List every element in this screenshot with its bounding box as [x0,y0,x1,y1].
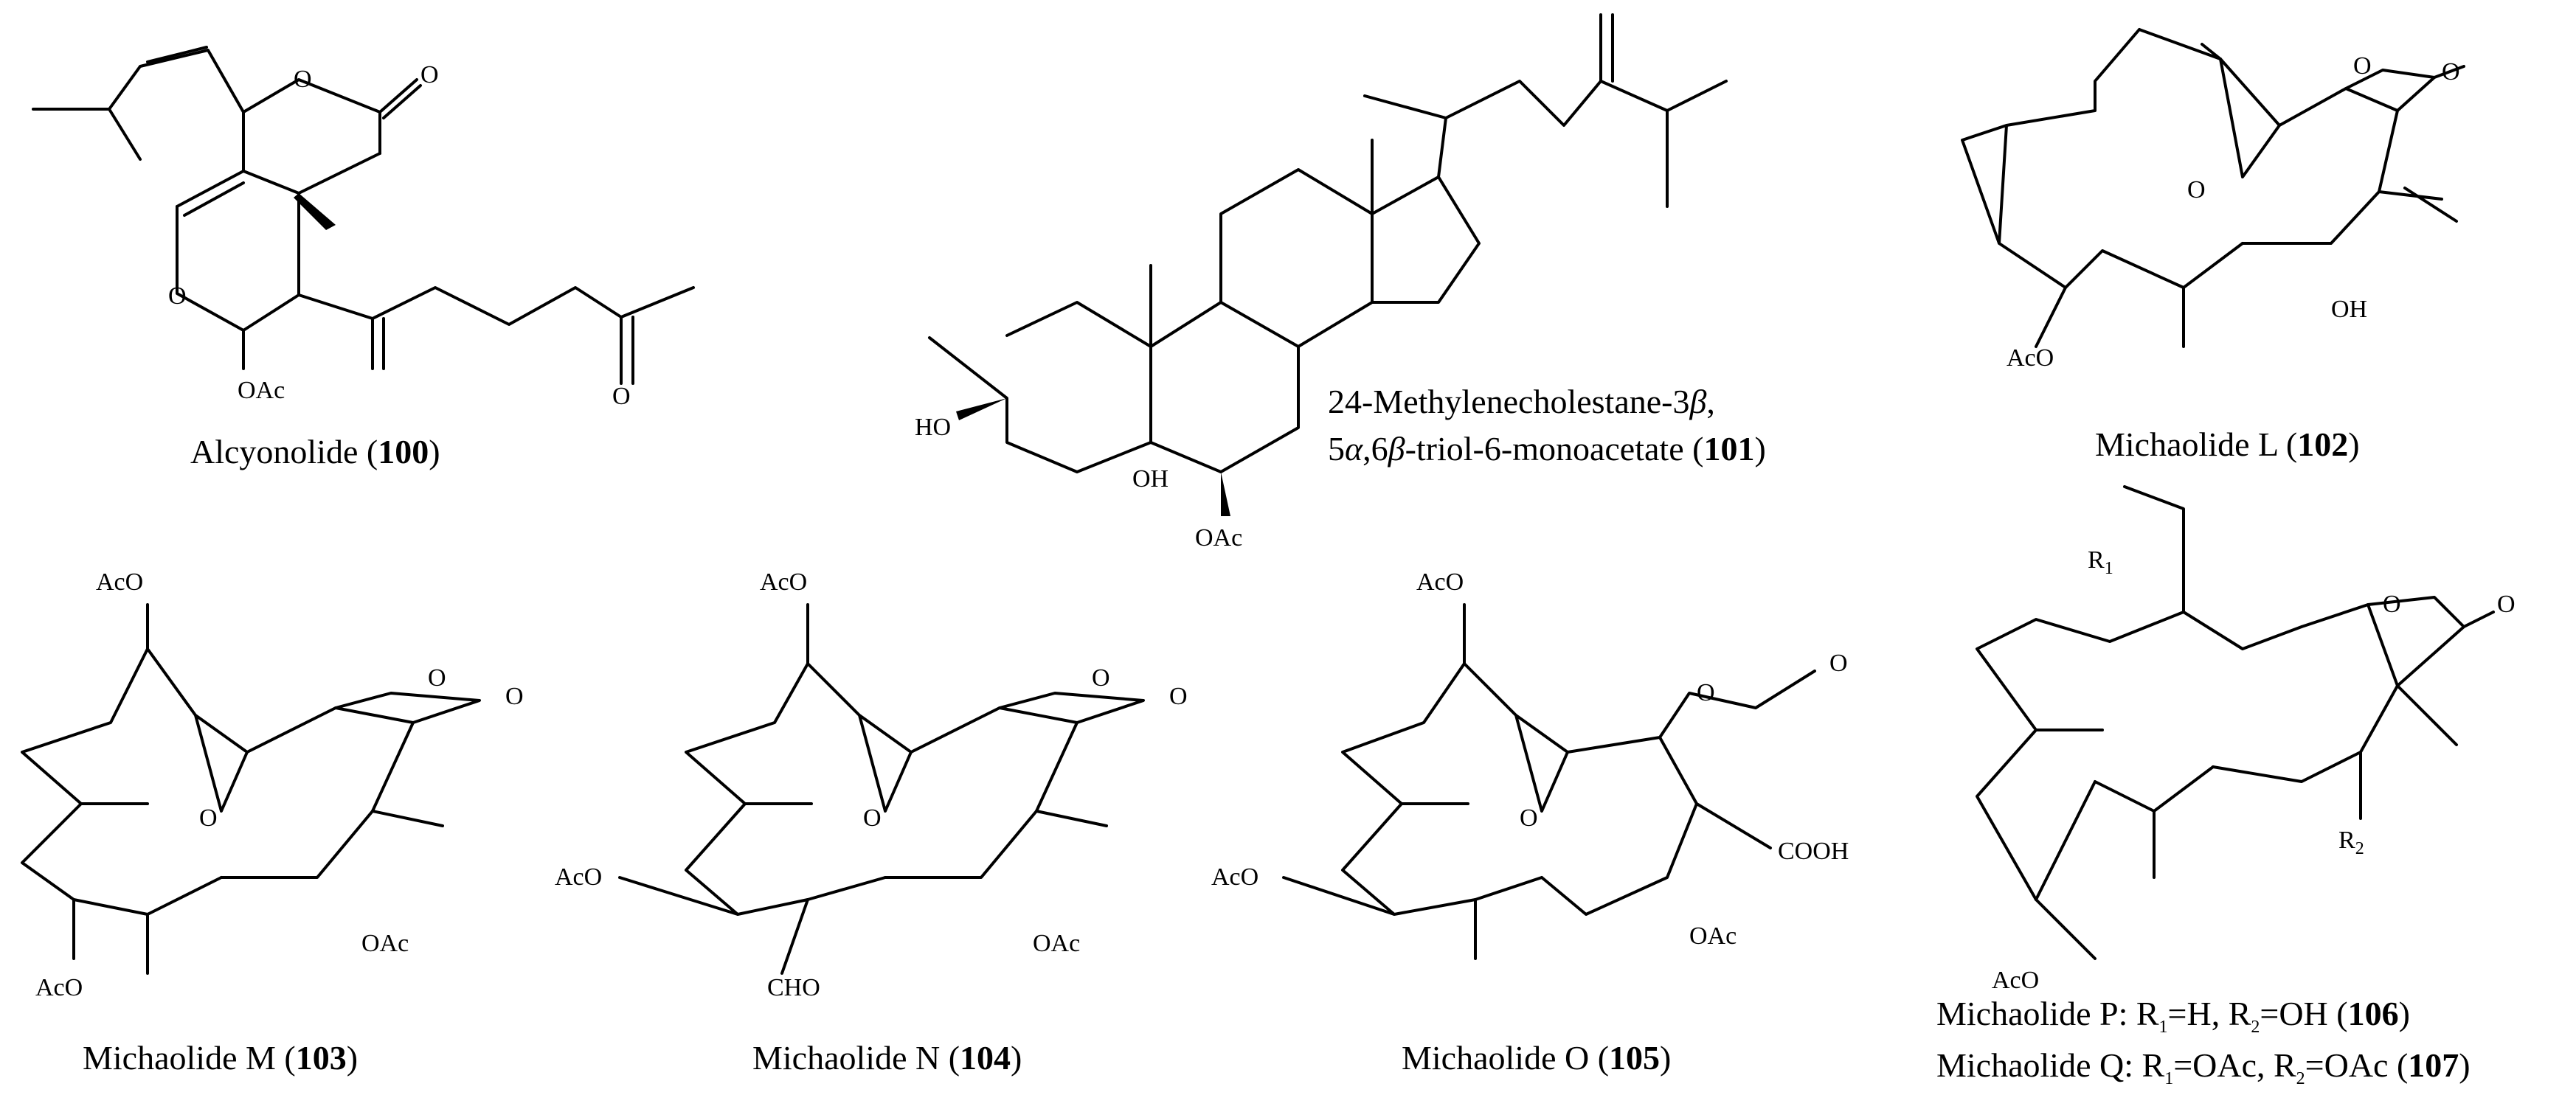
atom-o: O [2383,591,2401,618]
atom-ho: HO [915,414,951,441]
atom-aco: AcO [35,974,83,1001]
atom-oac: OAc [238,377,285,404]
atom-r1: R1 [2088,546,2113,578]
caption-104: Michaolide N (104) [752,1039,1022,1077]
atom-oac: OAc [1689,922,1737,950]
caption-106: Michaolide P: R1=H, R2=OH (106) [1936,995,2410,1037]
atom-o: O [863,804,882,832]
atom-o: O [428,664,446,692]
atom-aco: AcO [555,863,602,891]
caption-105: Michaolide O (105) [1402,1039,1671,1077]
atom-o: O [2497,591,2516,618]
atom-o: O [2187,176,2206,204]
atom-aco: AcO [760,569,807,596]
atom-o: O [612,383,631,410]
structure-106-107: R1 O O R2 AcO Michaolide P: R1=H, R2=OH … [1936,485,2516,1088]
atom-o: O [1520,804,1538,832]
structure-101: HO OH OAc 24-Methylenecholestane-3β, 5α,… [915,13,1766,552]
structure-100: O O O OAc O Alcyonolide (100) [32,46,695,470]
caption-100: Alcyonolide (100) [190,433,440,470]
atom-cooh: COOH [1778,838,1849,865]
atom-oac: OAc [361,930,409,957]
atom-oac: OAc [1195,524,1242,552]
atom-cho: CHO [767,974,820,1001]
caption-107: Michaolide Q: R1=OAc, R2=OAc (107) [1936,1046,2471,1088]
atom-o: O [199,804,218,832]
atom-aco: AcO [2007,344,2054,372]
structure-104: AcO O O O OAc AcO CHO Michaolide N (104) [555,569,1188,1077]
atom-aco: AcO [1416,569,1464,596]
atom-o: O [1169,683,1188,710]
atom-aco: AcO [96,569,143,596]
atom-o: O [1829,650,1848,677]
atom-r2: R2 [2338,827,2364,858]
atom-oh: OH [2331,296,2367,323]
atom-o: O [168,282,187,310]
caption-102: Michaolide L (102) [2095,425,2360,463]
atom-aco: AcO [1992,967,2039,994]
atom-aco: AcO [1211,863,1258,891]
atom-o: O [505,683,524,710]
atom-o: O [420,61,439,88]
caption-101-line2: 5α,6β-triol-6-monoacetate (101) [1328,430,1766,467]
atom-o: O [1697,679,1715,706]
structure-103: AcO O O O OAc AcO Michaolide M (103) [21,569,524,1077]
atom-o: O [294,66,312,93]
atom-o: O [2353,52,2372,80]
atom-o: O [2442,58,2460,86]
atom-oh: OH [1132,465,1168,493]
atom-o: O [1092,664,1110,692]
atom-oac: OAc [1033,930,1080,957]
structure-102: O O O OH AcO Michaolide L (102) [1961,28,2465,463]
caption-103: Michaolide M (103) [83,1039,358,1077]
structure-105: AcO O O O COOH OAc AcO Michaolide O (105… [1211,569,1849,1077]
caption-101-line1: 24-Methylenecholestane-3β, [1328,383,1715,420]
